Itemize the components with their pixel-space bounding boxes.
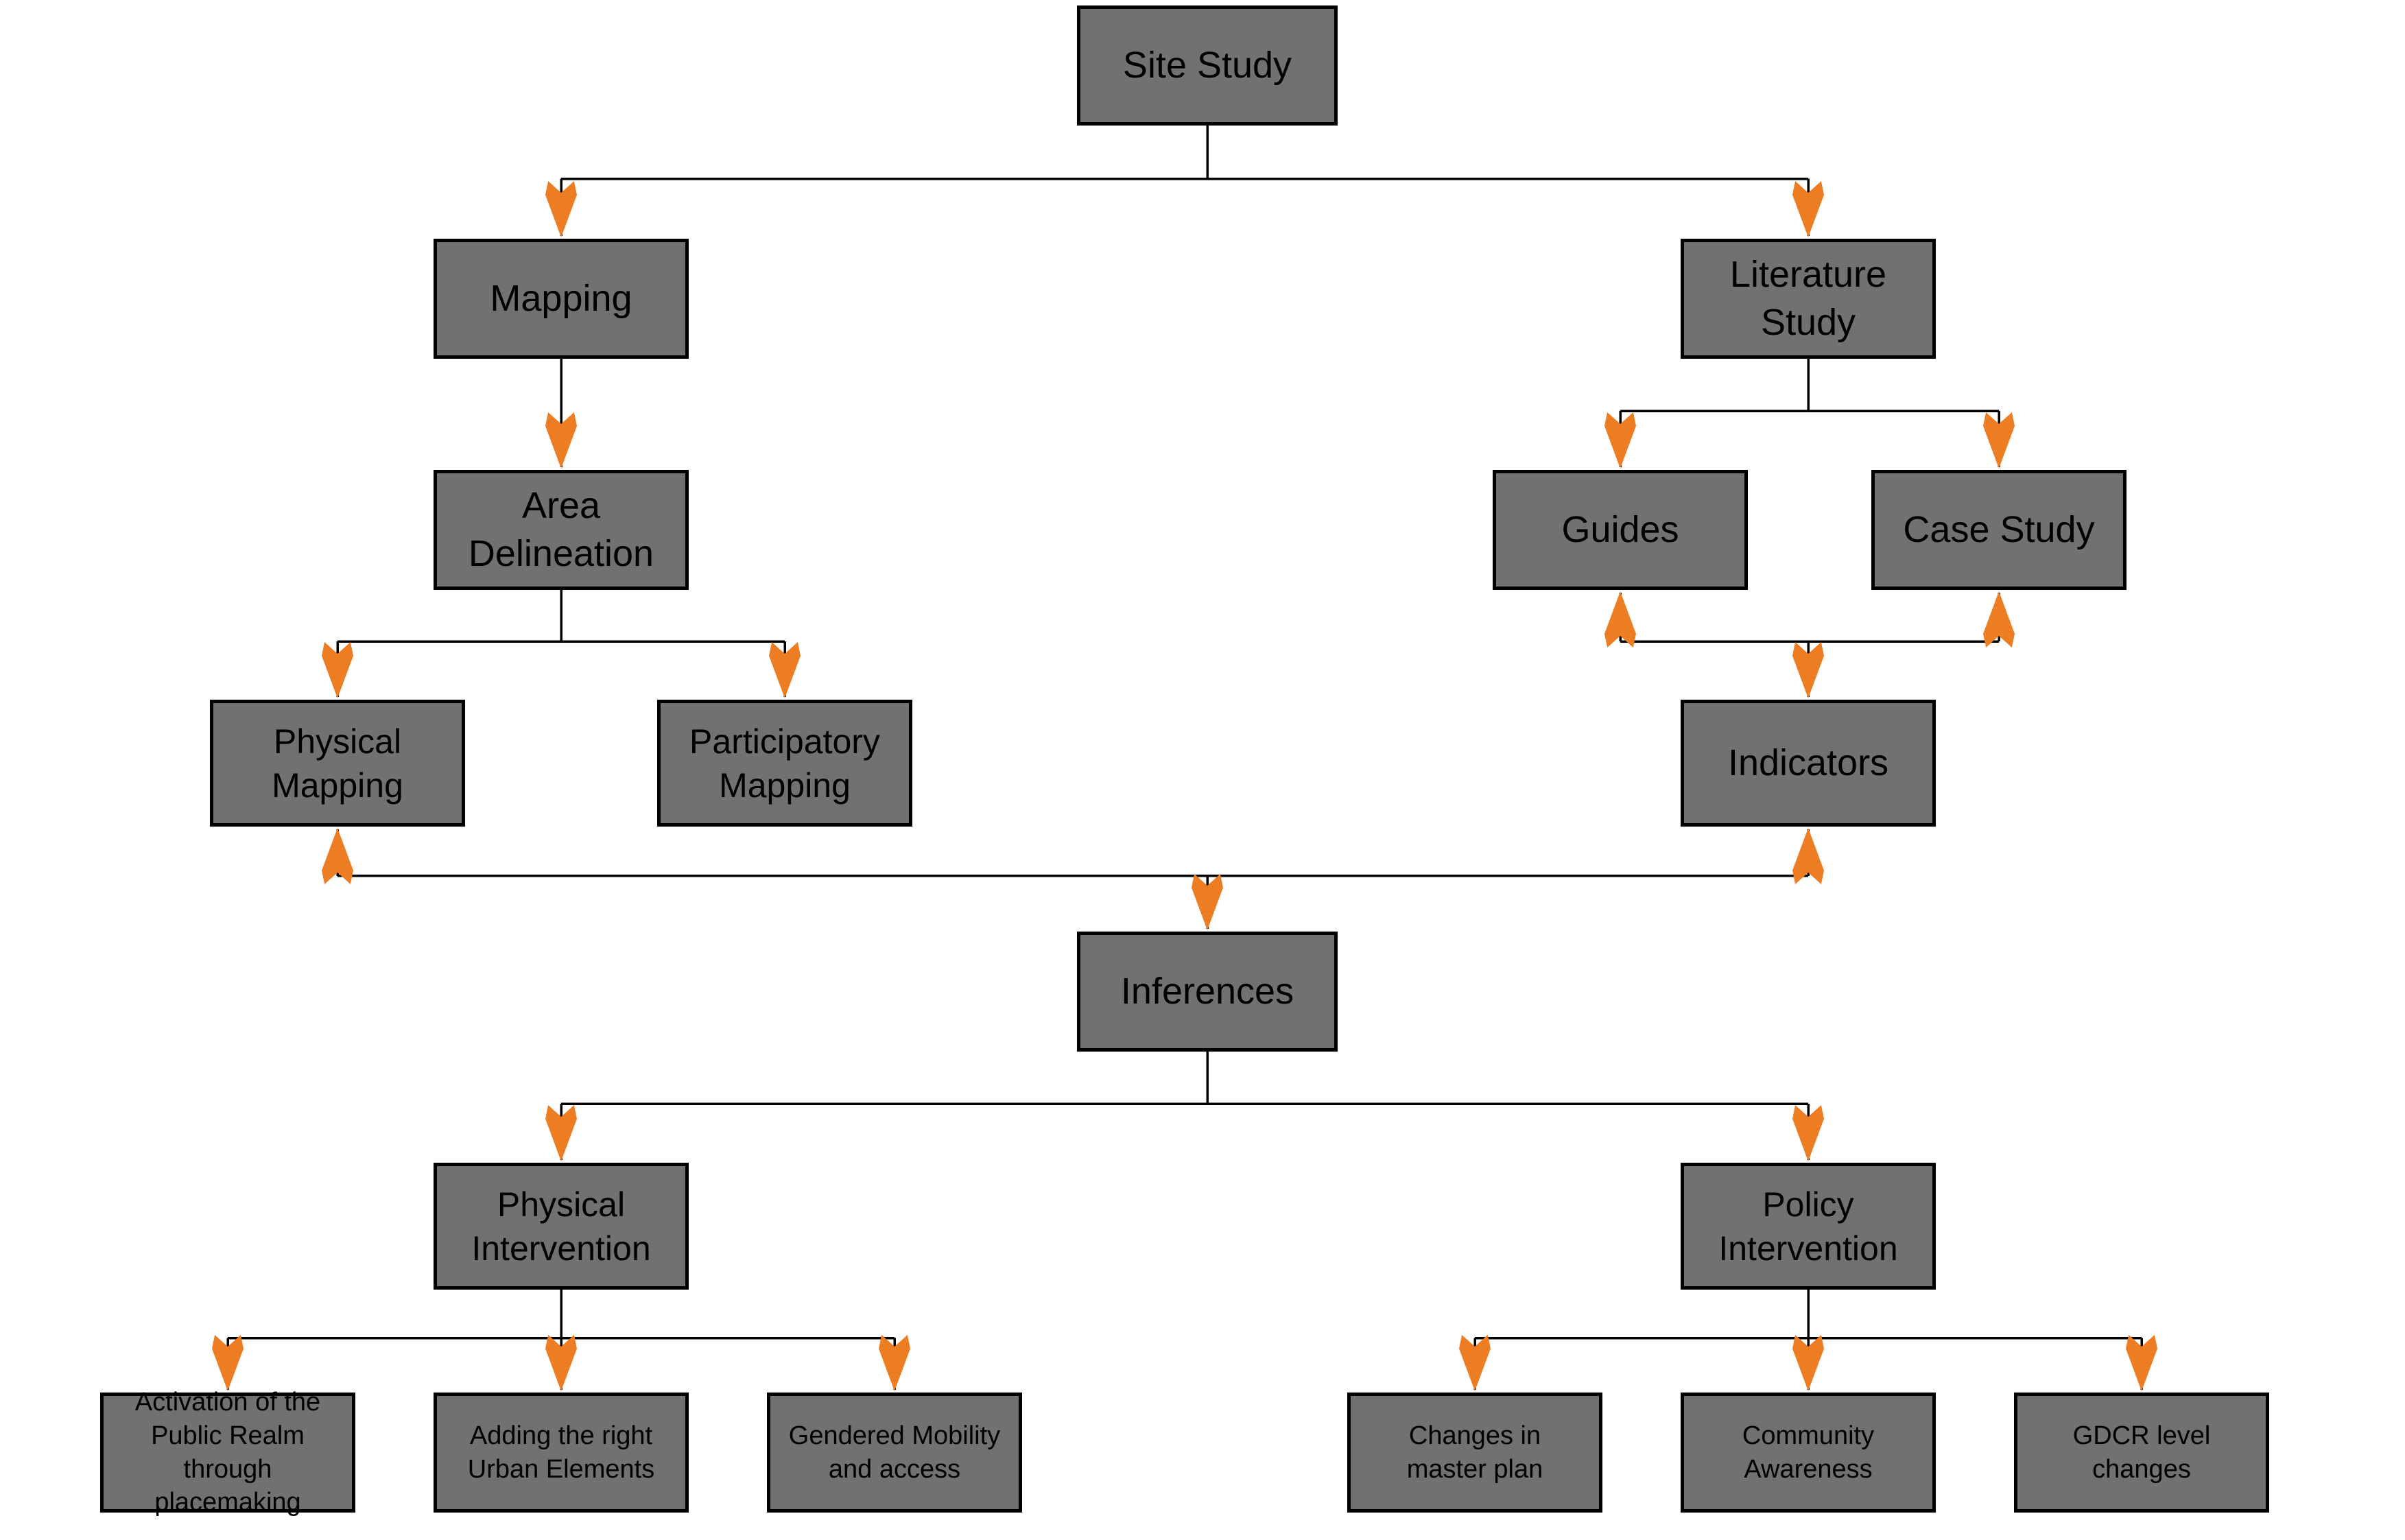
node-label-activation-public-realm: Activation of the Public Realm through p… [134, 1388, 321, 1517]
arrowhead-mapping-to-area-delineation [545, 412, 577, 469]
arrowhead-guides-to-indicators [1604, 591, 1636, 648]
arrowhead-policy-intervention-to-changes [1459, 1335, 1491, 1391]
node-case-study[interactable]: Case Study [1871, 470, 2126, 590]
node-label-mapping: Mapping [490, 277, 632, 319]
arrowhead-physical-intervention-to-activation [212, 1335, 244, 1391]
node-label-participatory-mapping: Participatory Mapping [689, 722, 880, 805]
node-community-awareness[interactable]: Community Awareness [1681, 1393, 1936, 1513]
node-inferences[interactable]: Inferences [1077, 932, 1338, 1052]
node-gdcr-level-changes[interactable]: GDCR level changes [2014, 1393, 2269, 1513]
node-mapping[interactable]: Mapping [434, 239, 689, 359]
node-label-changes-master-plan: Changes in master plan [1406, 1421, 1543, 1484]
arrowhead-case-study-to-indicators [1983, 591, 2015, 648]
node-participatory-mapping[interactable]: Participatory Mapping [657, 700, 912, 827]
node-policy-intervention[interactable]: Policy Intervention [1681, 1163, 1936, 1290]
arrowhead-indicators-to-inferences [1792, 828, 1824, 884]
node-label-community-awareness: Community Awareness [1742, 1421, 1875, 1484]
node-label-policy-intervention: Policy Intervention [1718, 1185, 1898, 1268]
node-physical-intervention[interactable]: Physical Intervention [434, 1163, 689, 1290]
node-guides[interactable]: Guides [1493, 470, 1748, 590]
node-label-gendered-mobility: Gendered Mobility and access [788, 1421, 1001, 1484]
node-label-inferences: Inferences [1120, 970, 1294, 1012]
node-activation-public-realm[interactable]: Activation of the Public Realm through p… [100, 1388, 355, 1517]
node-label-physical-mapping: Physical Mapping [272, 722, 403, 805]
node-label-case-study: Case Study [1903, 508, 2095, 550]
node-label-site-study: Site Study [1122, 44, 1292, 86]
arrowhead-site-study-to-literature-study [1792, 181, 1824, 237]
arrowhead-inferences-to-policy-intervention [1792, 1105, 1824, 1161]
arrowhead-policy-intervention-to-gdcr [2126, 1335, 2157, 1391]
node-label-literature-study: Literature Study [1729, 254, 1887, 343]
arrowhead-literature-study-to-guides [1604, 412, 1636, 469]
node-indicators[interactable]: Indicators [1681, 700, 1936, 827]
arrowhead-area-delineation-to-physical-mapping [322, 642, 353, 698]
arrowhead-literature-study-to-case-study [1983, 412, 2015, 469]
node-gendered-mobility[interactable]: Gendered Mobility and access [767, 1393, 1022, 1513]
arrowhead-physical-intervention-to-gendered-mobility [879, 1335, 910, 1391]
node-label-urban-elements: Adding the right Urban Elements [467, 1421, 655, 1484]
node-label-physical-intervention: Physical Intervention [471, 1185, 651, 1268]
arrowhead-policy-intervention-to-community [1792, 1335, 1824, 1391]
arrowhead-site-study-to-mapping [545, 181, 577, 237]
arrowhead-physical-intervention-to-urban-elements [545, 1335, 577, 1391]
arrowhead-inferences-to-physical-intervention [545, 1105, 577, 1161]
node-label-indicators: Indicators [1727, 742, 1889, 783]
node-area-delineation[interactable]: Area Delineation [434, 470, 689, 590]
node-label-guides: Guides [1561, 508, 1679, 550]
node-label-area-delineation: Area Delineation [468, 485, 654, 574]
arrowhead-into-indicators [1792, 642, 1824, 698]
node-literature-study[interactable]: Literature Study [1681, 239, 1936, 359]
arrowhead-into-inferences [1192, 874, 1223, 930]
arrowhead-area-delineation-to-participatory-mapping [769, 642, 801, 698]
node-physical-mapping[interactable]: Physical Mapping [210, 700, 465, 827]
node-changes-master-plan[interactable]: Changes in master plan [1347, 1393, 1602, 1513]
arrowhead-physical-mapping-to-inferences [322, 828, 353, 884]
node-site-study[interactable]: Site Study [1077, 5, 1338, 126]
node-label-gdcr-level-changes: GDCR level changes [2072, 1421, 2211, 1484]
node-urban-elements[interactable]: Adding the right Urban Elements [434, 1393, 689, 1513]
